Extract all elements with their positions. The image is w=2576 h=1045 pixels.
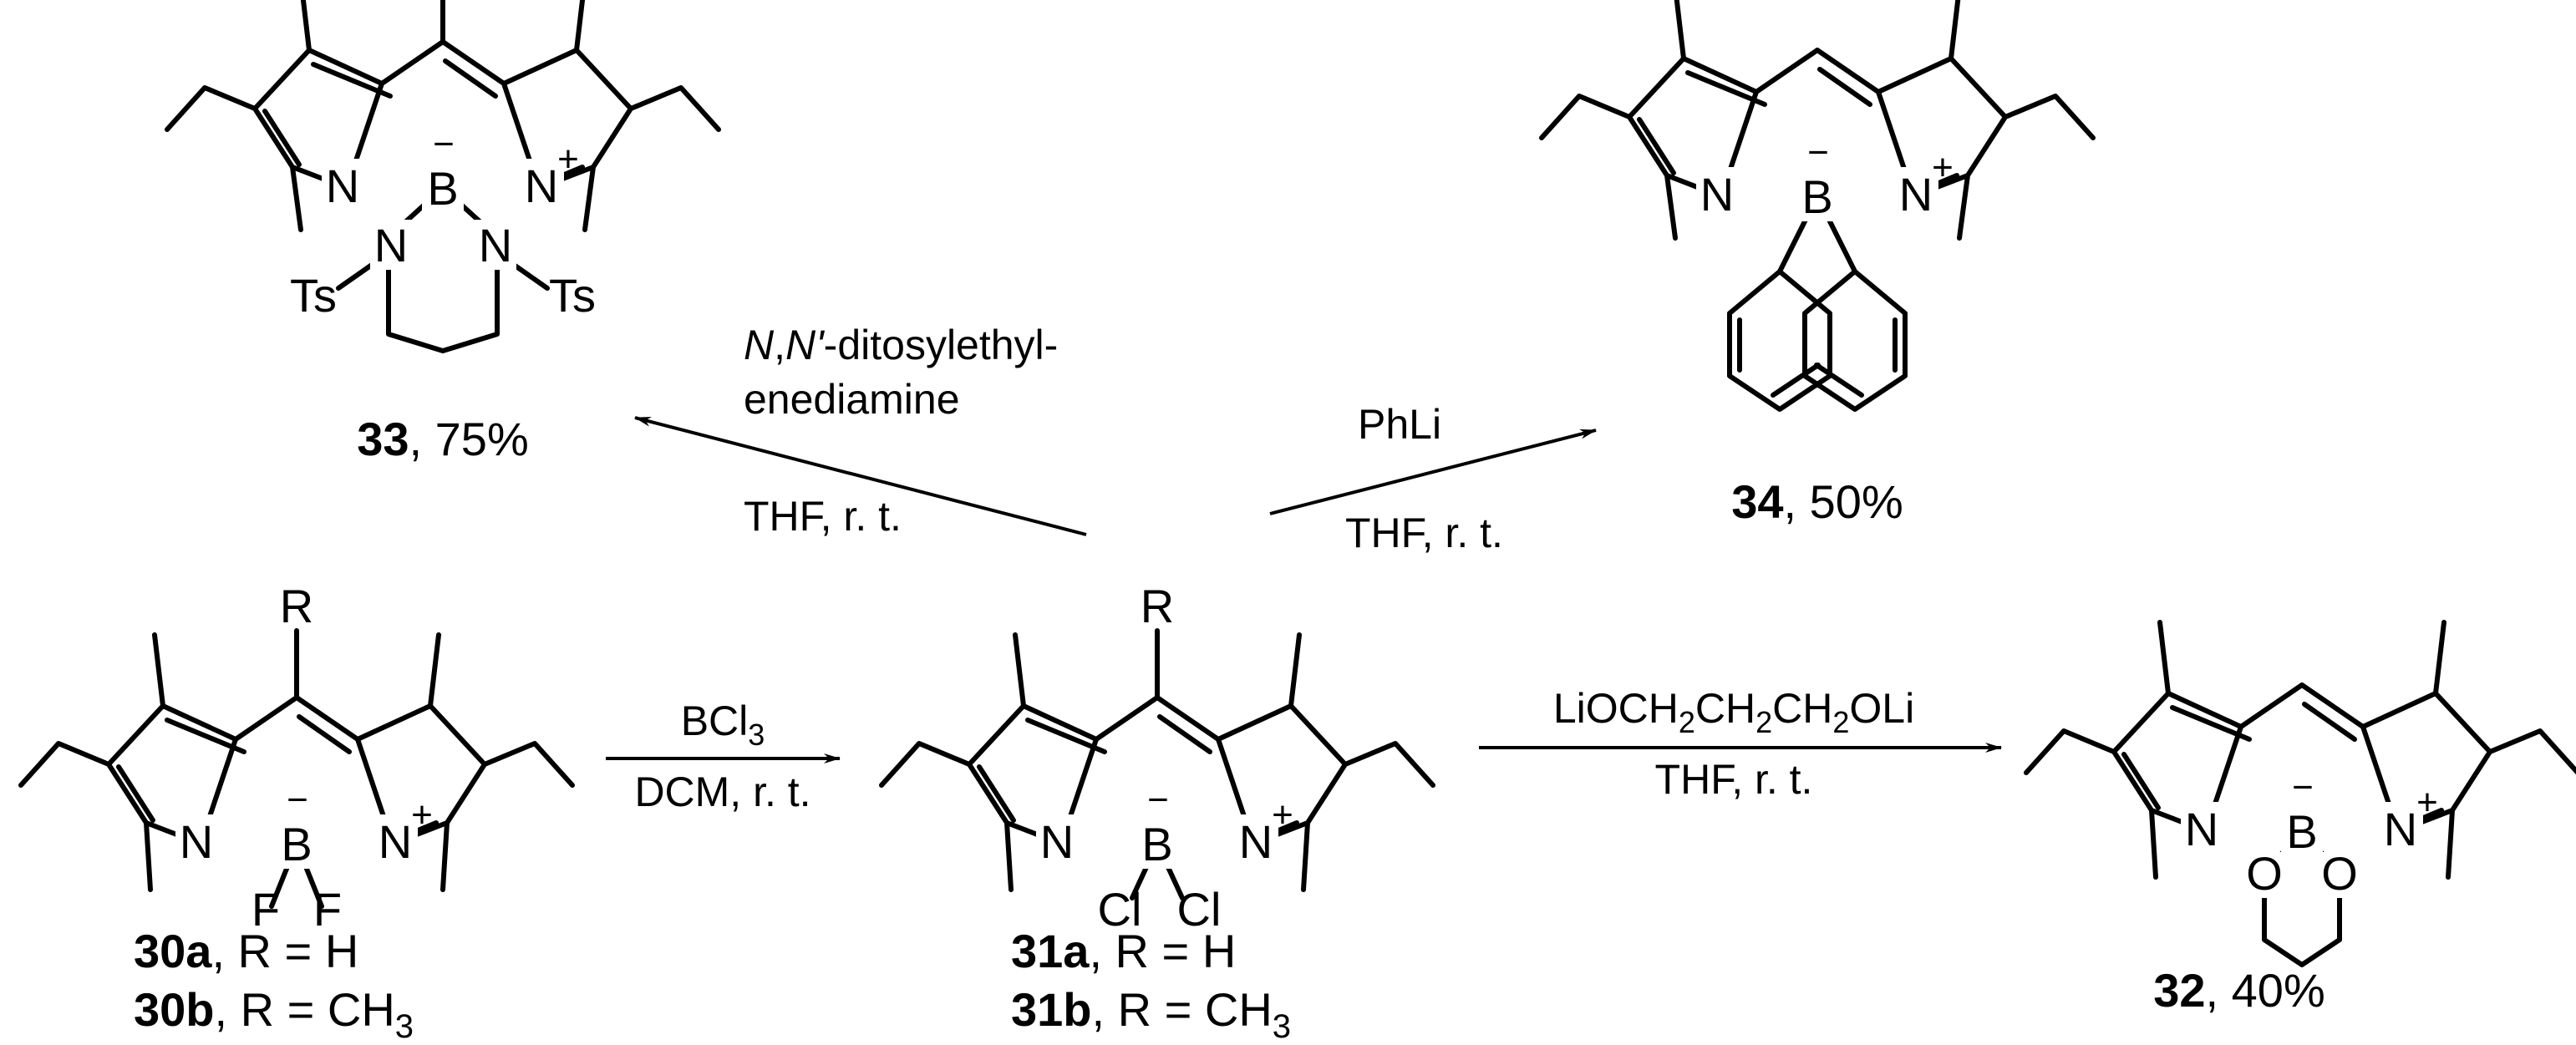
compound-33-label: 33, 75% xyxy=(357,413,529,465)
compound-31-structure: N B − N + Cl Cl R xyxy=(879,580,1435,936)
charge-plus: + xyxy=(1272,794,1293,835)
tosyl-group: Ts xyxy=(290,269,337,322)
charge-minus: − xyxy=(287,779,308,820)
compound-34-label: 34, 50% xyxy=(1731,475,1903,528)
compound-30b-label: 30b, R = CH3 xyxy=(134,983,414,1045)
atom-r: R xyxy=(1141,580,1174,632)
atom-n-plus: N xyxy=(1239,815,1273,868)
charge-plus: + xyxy=(411,794,433,835)
reagent-phli: PhLi xyxy=(1358,401,1441,448)
charge-minus: − xyxy=(433,124,455,165)
charge-minus: − xyxy=(2292,767,2314,808)
compound-33-structure: N B − N + N N Ts Ts xyxy=(165,0,721,353)
atom-b: B xyxy=(2286,805,2317,858)
conditions-phli: THF, r. t. xyxy=(1345,510,1503,556)
atom-n-plus: N xyxy=(2384,803,2417,855)
compound-30-structure: N B − N + F F R xyxy=(18,580,575,936)
atom-o: O xyxy=(2246,847,2283,900)
atom-o: O xyxy=(2321,847,2358,900)
reagent-bcl3: BCl3 xyxy=(681,698,765,752)
compound-31b-label: 31b, R = CH3 xyxy=(1011,983,1291,1045)
atom-b: B xyxy=(1801,170,1832,223)
compound-32-structure: N B − N + O O xyxy=(2024,620,2576,967)
conditions-diamine: THF, r. t. xyxy=(744,493,902,540)
atom-f: F xyxy=(313,883,342,936)
atom-n-plus: N xyxy=(379,815,412,868)
reagent-diamine-line2: enediamine xyxy=(744,376,960,423)
charge-plus: + xyxy=(1932,147,1954,188)
atom-cl: Cl xyxy=(1177,883,1222,936)
atom-n: N xyxy=(326,160,359,212)
charge-minus: − xyxy=(1147,779,1169,820)
arrow-phli xyxy=(1269,429,1597,515)
atom-b: B xyxy=(427,162,458,215)
reagent-dialkoxide: LiOCH2CH2CH2OLi xyxy=(1553,685,1914,739)
compound-32-label: 32, 40% xyxy=(2153,964,2325,1017)
charge-plus: + xyxy=(557,139,579,180)
atom-n-plus: N xyxy=(1899,168,1933,221)
reagent-diamine: N,N'-ditosylethyl- xyxy=(744,322,1058,368)
compound-31a-label: 31a, R = H xyxy=(1011,925,1236,977)
charge-minus: − xyxy=(1807,132,1829,173)
atom-r: R xyxy=(280,580,313,632)
atom-n: N xyxy=(2185,803,2218,855)
atom-n: N xyxy=(1700,168,1734,221)
atom-n: N xyxy=(180,815,213,868)
tosyl-group: Ts xyxy=(549,269,596,322)
compound-34-structure: N B − N + xyxy=(1539,0,2096,412)
atom-n: N xyxy=(479,219,512,271)
compound-30a-label: 30a, R = H xyxy=(134,925,358,977)
atom-cl: Cl xyxy=(1098,883,1142,936)
atom-n: N xyxy=(374,219,408,271)
atom-n-plus: N xyxy=(525,160,558,212)
charge-plus: + xyxy=(2416,782,2438,823)
atom-b: B xyxy=(1141,818,1172,870)
conditions-dialkoxide: THF, r. t. xyxy=(1655,756,1813,803)
arrow-diamine xyxy=(634,416,1087,536)
atom-f: F xyxy=(252,883,280,936)
atom-b: B xyxy=(281,818,312,870)
atom-n: N xyxy=(1040,815,1074,868)
conditions-bcl3: DCM, r. t. xyxy=(634,769,810,815)
